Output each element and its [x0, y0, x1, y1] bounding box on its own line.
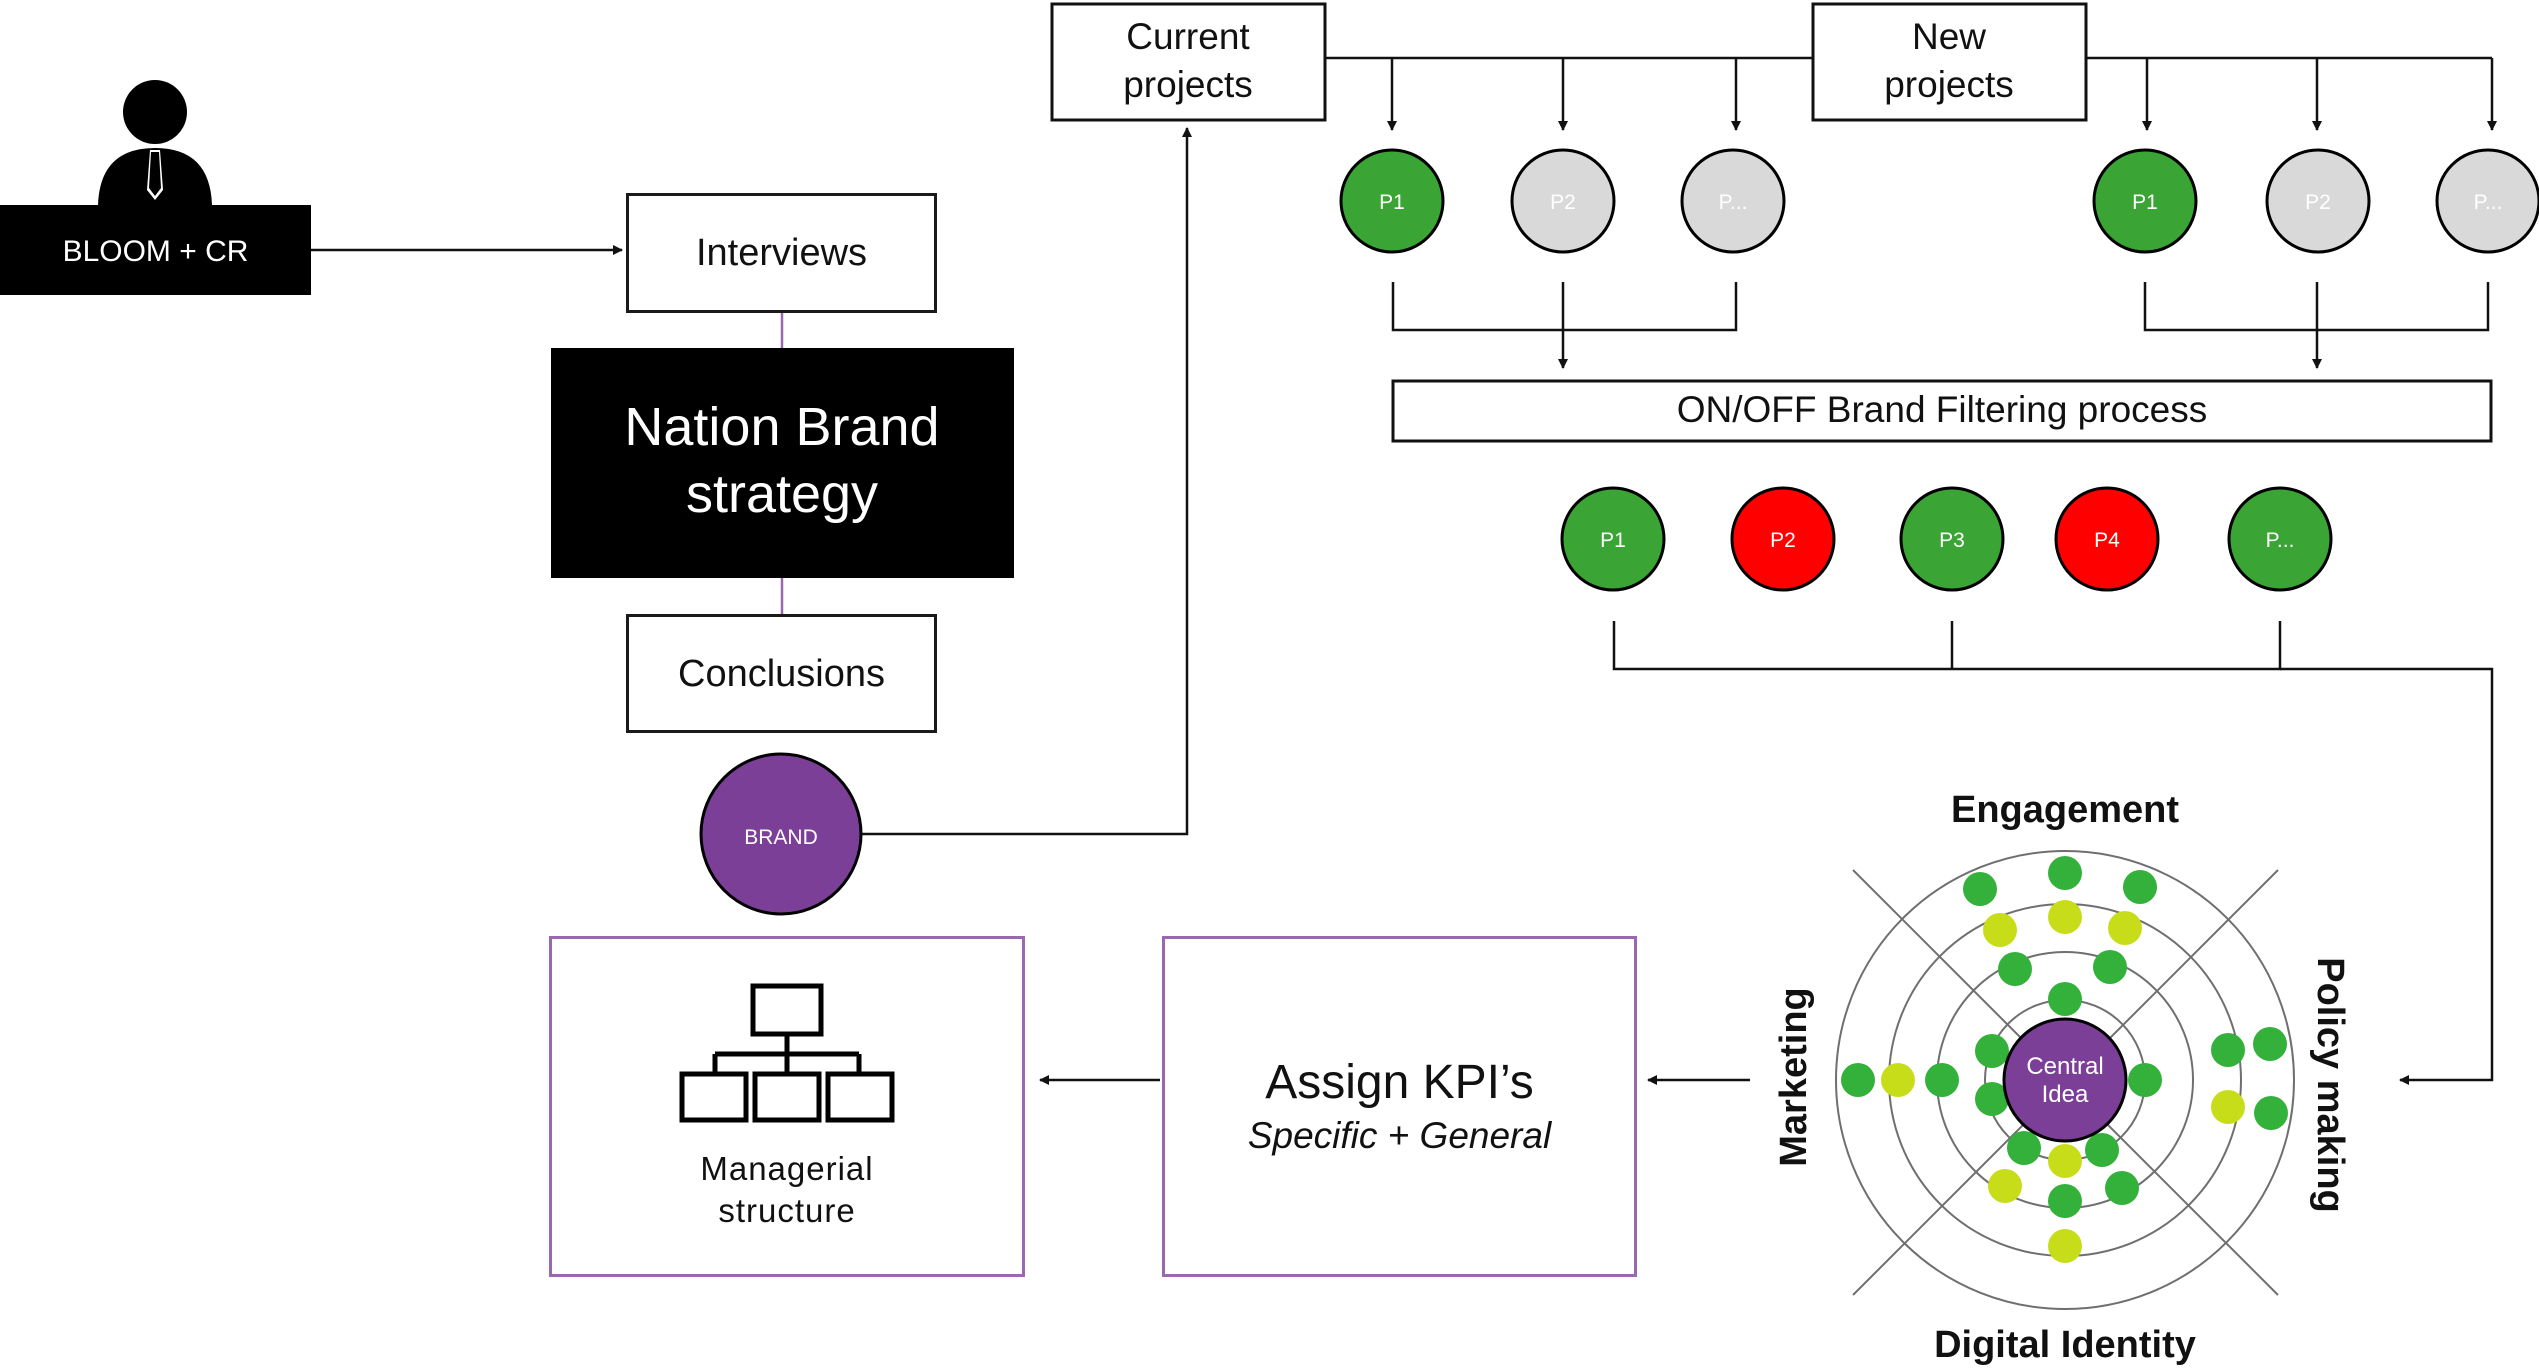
new-projects-line1: New: [1912, 16, 1986, 57]
assign-kpi-title: Assign KPI’s: [1265, 1055, 1534, 1109]
svg-text:P1: P1: [1379, 191, 1405, 214]
interviews-label: Interviews: [695, 232, 868, 274]
new-project-p-more: P...: [2435, 148, 2539, 254]
strategy-line2: strategy: [686, 464, 878, 524]
new-projects-box: New projects: [1811, 2, 2088, 122]
managerial-line1: Managerial: [700, 1149, 874, 1187]
bloom-cr-node: BLOOM + CR: [0, 70, 311, 295]
current-project-p1: P1: [1339, 148, 1445, 254]
assign-kpi-box: Assign KPI’s Specific + General: [1162, 936, 1637, 1277]
svg-text:P...: P...: [2474, 191, 2503, 214]
svg-text:P3: P3: [1939, 529, 1965, 552]
conclusions-label: Conclusions: [678, 652, 885, 695]
svg-text:P2: P2: [1770, 529, 1796, 552]
person-icon: [0, 80, 311, 295]
managerial-line2: structure: [718, 1191, 856, 1229]
wheel-label-digital-identity: Digital Identity: [1934, 1324, 2196, 1366]
current-projects-bracket: [1391, 282, 1738, 369]
central-idea-node: [2002, 1017, 2128, 1143]
svg-text:P...: P...: [1719, 191, 1748, 214]
org-chart-icon: [679, 983, 895, 1122]
svg-text:P1: P1: [1600, 529, 1626, 552]
wheel-label-marketing: Marketing: [1773, 987, 1815, 1166]
strategy-line1: Nation Brand: [624, 397, 939, 457]
brand-label: BRAND: [744, 826, 818, 849]
new-project-p2: P2: [2265, 148, 2371, 254]
current-projects-branch: [1325, 56, 1813, 131]
bloom-cr-box: [0, 205, 311, 295]
filtered-project-p1: P1: [1560, 486, 1666, 592]
brand-wheel: Central Idea: [1835, 850, 2295, 1310]
assign-kpi-subtitle: Specific + General: [1247, 1114, 1552, 1156]
filtered-project-p2: P2: [1730, 486, 1836, 592]
svg-text:P...: P...: [2266, 529, 2295, 552]
central-idea-line2: Idea: [2042, 1081, 2089, 1108]
current-projects-line2: projects: [1123, 64, 1253, 105]
brand-node: BRAND: [699, 752, 863, 916]
new-projects-bracket: [2143, 282, 2490, 369]
current-project-p-more: P...: [1680, 148, 1786, 254]
current-projects-box: Current projects: [1050, 2, 1327, 122]
current-projects-line1: Current: [1126, 16, 1250, 57]
nation-brand-strategy-box: Nation Brand strategy: [551, 348, 1014, 578]
svg-text:P2: P2: [2305, 191, 2331, 214]
filtered-project-p4: P4: [2054, 486, 2160, 592]
wheel-label-policy-making: Policy making: [2309, 957, 2351, 1213]
new-projects-line2: projects: [1884, 64, 2014, 105]
central-idea-line1: Central: [2026, 1053, 2103, 1080]
brand-to-current-projects-arrow: [861, 127, 1192, 836]
conclusions-box: Conclusions: [626, 614, 937, 733]
current-project-p2: P2: [1510, 148, 1616, 254]
svg-text:P1: P1: [2132, 191, 2158, 214]
filtered-to-wheel-connector: [1612, 621, 2494, 1085]
brand-filtering-box: ON/OFF Brand Filtering process: [1391, 379, 2493, 443]
svg-text:P2: P2: [1550, 191, 1576, 214]
filtered-project-p3: P3: [1899, 486, 2005, 592]
filtered-project-p-more: P...: [2227, 486, 2333, 592]
new-projects-branch: [2086, 56, 2497, 131]
wheel-label-engagement: Engagement: [1951, 789, 2179, 831]
bloom-cr-label: BLOOM + CR: [62, 235, 249, 268]
managerial-structure-box: Managerial structure: [549, 936, 1025, 1277]
brand-filtering-label: ON/OFF Brand Filtering process: [1677, 389, 2207, 430]
svg-text:P4: P4: [2094, 529, 2120, 552]
interviews-box: Interviews: [626, 193, 937, 313]
new-project-p1: P1: [2092, 148, 2198, 254]
